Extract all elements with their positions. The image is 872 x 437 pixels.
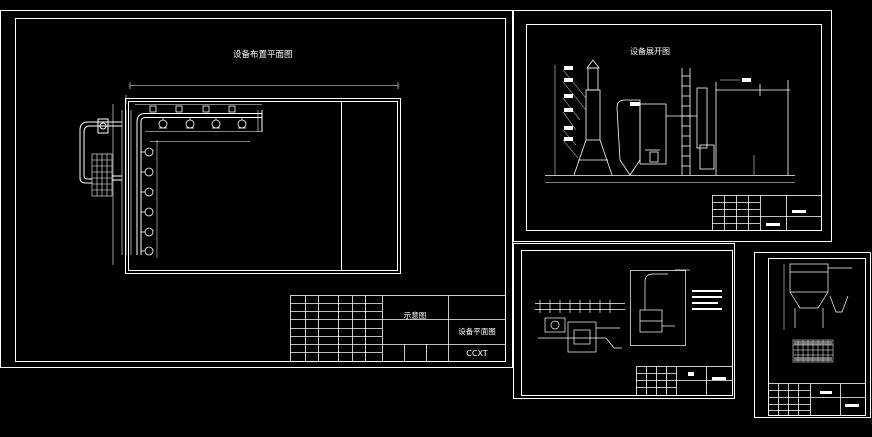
sheet-collector [754,252,871,418]
title-block-plan [290,295,506,362]
elevation-equipment [545,59,795,183]
collector-elevation [783,263,852,330]
collector-units-horizontal [149,105,247,129]
sheet-elevation-outer-border [513,10,832,242]
filter-bank [91,153,113,197]
elevation-label-tags [564,66,751,141]
plan-block-left-label: 示意图 [404,310,427,320]
collector-units-vertical [141,147,154,256]
sheet-detail [513,243,735,399]
detail-notes-bars [692,290,722,310]
sheet-detail-inner-border [521,250,733,396]
sheet-elevation-inner-border [526,24,822,231]
duct-run-vertical [121,110,158,258]
sheet-collector-outer-border [754,252,871,418]
room-outline [112,82,401,274]
title-block-collector [768,383,866,416]
sheet-collector-inner-border [768,258,866,416]
detail-front-view [630,269,690,346]
pipe-loop-left [79,118,122,184]
plan-block-right-label: 设备平面图 [458,326,496,336]
sheet-plan-inner-border [15,18,506,362]
sheet-plan [0,10,513,368]
detail-side-view [535,300,625,353]
plan-drawing-code: CCXT [466,349,488,358]
duct-run-horizontal [135,104,263,142]
sheet-plan-outer-border [0,10,513,368]
title-block-elevation [712,195,822,231]
sheet-elevation [513,10,832,242]
sheet-detail-outer-border [513,243,735,399]
title-block-detail [636,366,733,396]
elevation-sheet-title: 设备展开图 [630,46,670,56]
plan-sheet-title: 设备布置平面图 [233,49,293,60]
collector-plan-grid-fill [794,341,832,361]
